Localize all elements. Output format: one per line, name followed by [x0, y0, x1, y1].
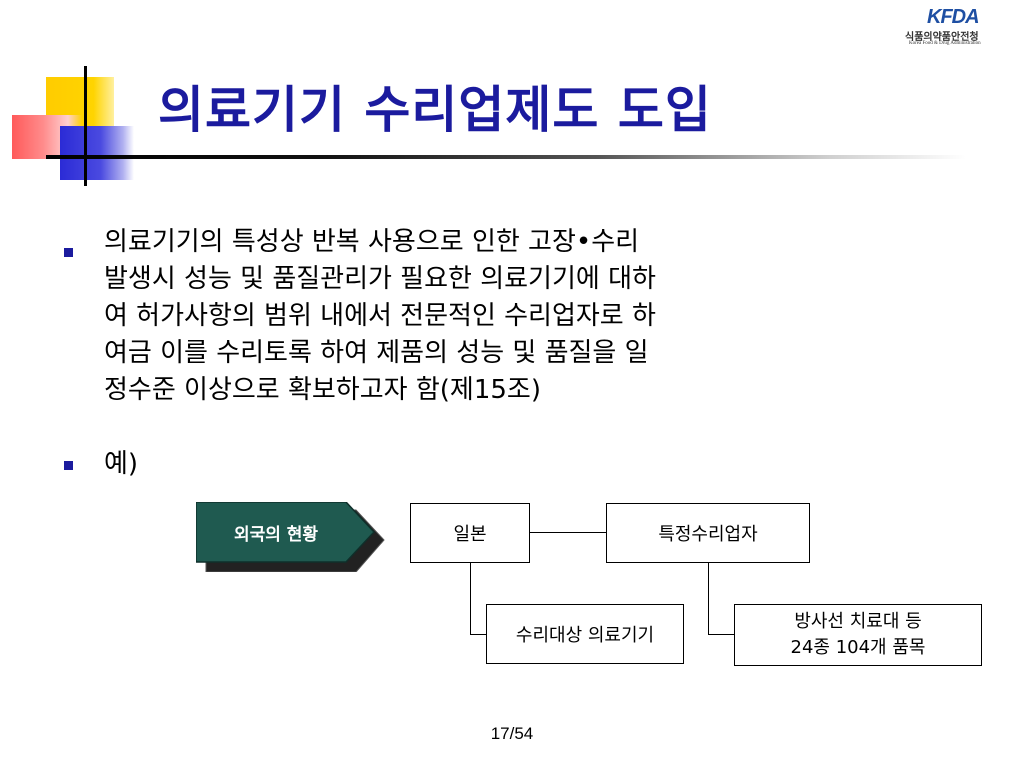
title-underline: [46, 155, 966, 159]
arrow-shape: [196, 502, 385, 572]
box-target-label: 수리대상 의료기기: [515, 625, 655, 646]
decor-blue-square: [60, 126, 134, 180]
box-radiation-line2: 24종 104개 품목: [790, 637, 926, 658]
box-special-repairer: 특정수리업자: [606, 503, 810, 563]
logo-korean-name: 식품의약품안전청: [905, 32, 979, 43]
box-japan: 일본: [410, 503, 530, 563]
bullet-marker: [64, 248, 73, 257]
connector-japan-target: [470, 634, 486, 635]
kfda-logo: KFDA 식품의약품안전청 Korea Food & Drug Administ…: [905, 6, 1017, 50]
connector-japan-down: [470, 563, 471, 635]
arrow-label: 외국의 현황: [233, 524, 319, 545]
bullet-marker: [64, 461, 73, 470]
connector-special-radiation: [708, 634, 734, 635]
page-number: 17/54: [490, 724, 534, 743]
logo-mark: KFDA: [927, 6, 980, 28]
slide-title: 의료기기 수리업제도 도입: [158, 81, 712, 139]
decor-vertical-line: [84, 66, 87, 186]
bullet-text-example: 예): [104, 449, 139, 479]
connector-special-down: [708, 563, 709, 635]
bullet-text-main: 의료기기의 특성상 반복 사용으로 인한 고장•수리 발생시 성능 및 품질관리…: [104, 227, 656, 405]
connector-japan-special: [530, 532, 606, 533]
box-radiation-items: 방사선 치료대 등 24종 104개 품목: [734, 604, 982, 666]
logo-english-name: Korea Food & Drug Administration: [909, 41, 981, 46]
arrow-face: [196, 502, 376, 563]
box-japan-label: 일본: [453, 524, 487, 545]
box-special-label: 특정수리업자: [658, 524, 758, 545]
box-repair-target: 수리대상 의료기기: [486, 604, 684, 664]
box-radiation-line1: 방사선 치료대 등: [794, 611, 922, 632]
